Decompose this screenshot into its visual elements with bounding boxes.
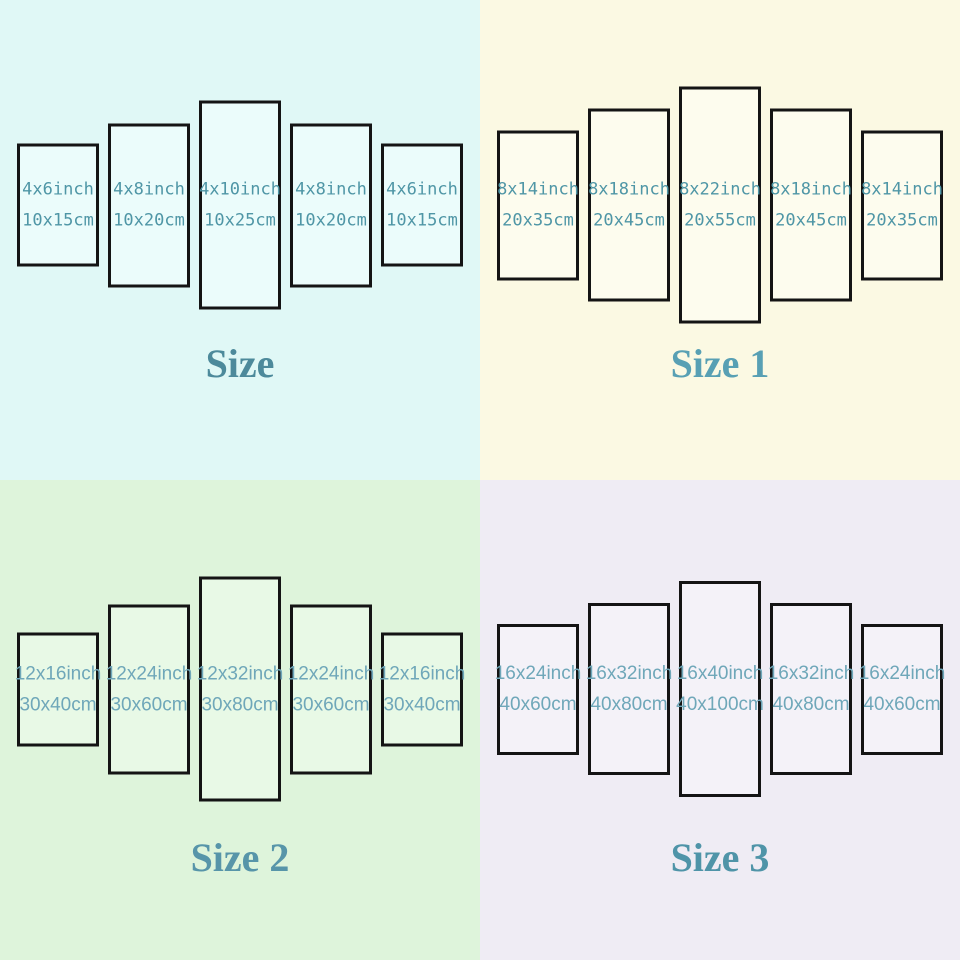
panel-size-label: 12x32inch 30x80cm bbox=[197, 658, 284, 720]
panel-size-inch: 16x32inch bbox=[767, 663, 855, 684]
quadrant-title: Size 2 bbox=[190, 835, 290, 880]
panel-size-cm: 40x60cm bbox=[499, 694, 577, 715]
panel-size-label: 4x8inch 10x20cm bbox=[113, 174, 185, 236]
panel-size-label: 12x24inch 30x60cm bbox=[106, 658, 193, 720]
canvas-panel-2: 12x24inch 30x60cm bbox=[106, 604, 193, 774]
panel-size-inch: 16x24inch bbox=[494, 663, 582, 684]
panel-row: 12x16inch 30x40cm 12x24inch 30x60cm 12x3… bbox=[0, 576, 480, 802]
panel-size-label: 8x18inch 20x45cm bbox=[770, 174, 852, 236]
canvas-panel-4: 12x24inch 30x60cm bbox=[288, 604, 375, 774]
panel-size-cm: 30x80cm bbox=[201, 694, 279, 715]
panel-size-cm: 20x45cm bbox=[593, 210, 665, 230]
panel-size-inch: 8x22inch bbox=[679, 179, 761, 199]
panel-size-cm: 30x60cm bbox=[110, 694, 188, 715]
canvas-panel-3: 16x40inch 40x100cm bbox=[676, 581, 764, 797]
panel-size-cm: 10x15cm bbox=[386, 210, 458, 230]
panel-size-inch: 8x18inch bbox=[588, 179, 670, 199]
panel-row: 16x24inch 40x60cm 16x32inch 40x80cm 16x4… bbox=[480, 581, 960, 797]
panel-size-label: 12x16inch 30x40cm bbox=[379, 658, 466, 720]
panel-size-cm: 30x40cm bbox=[19, 694, 97, 715]
panel-row: 8x14inch 20x35cm 8x18inch 20x45cm 8x22in… bbox=[480, 86, 960, 324]
panel-size-cm: 40x80cm bbox=[772, 694, 850, 715]
canvas-panel-1: 12x16inch 30x40cm bbox=[15, 632, 102, 746]
panel-size-inch: 12x24inch bbox=[105, 663, 193, 684]
panel-size-label: 4x6inch 10x15cm bbox=[386, 174, 458, 236]
panel-size-cm: 10x15cm bbox=[22, 210, 94, 230]
panel-size-inch: 4x6inch bbox=[22, 179, 94, 199]
canvas-panel-1: 8x14inch 20x35cm bbox=[497, 130, 579, 280]
canvas-panel-3: 4x10inch 10x25cm bbox=[199, 100, 281, 310]
panel-size-cm: 20x45cm bbox=[775, 210, 847, 230]
panel-size-label: 12x16inch 30x40cm bbox=[15, 658, 102, 720]
panel-row: 4x6inch 10x15cm 4x8inch 10x20cm 4x10inch… bbox=[0, 100, 480, 310]
panel-size-inch: 16x40inch bbox=[676, 663, 764, 684]
panel-size-label: 4x10inch 10x25cm bbox=[199, 174, 281, 236]
panel-size-inch: 12x24inch bbox=[287, 663, 375, 684]
panel-size-inch: 4x8inch bbox=[295, 179, 367, 199]
panel-size-inch: 16x24inch bbox=[858, 663, 946, 684]
canvas-panel-2: 16x32inch 40x80cm bbox=[586, 603, 673, 775]
panel-size-label: 8x18inch 20x45cm bbox=[588, 174, 670, 236]
canvas-panel-4: 4x8inch 10x20cm bbox=[290, 123, 372, 287]
panel-size-cm: 20x35cm bbox=[866, 210, 938, 230]
panel-size-inch: 12x16inch bbox=[14, 663, 102, 684]
panel-size-label: 4x6inch 10x15cm bbox=[22, 174, 94, 236]
panel-size-label: 4x8inch 10x20cm bbox=[295, 174, 367, 236]
canvas-panel-5: 12x16inch 30x40cm bbox=[379, 632, 466, 746]
canvas-panel-2: 4x8inch 10x20cm bbox=[108, 123, 190, 287]
canvas-panel-2: 8x18inch 20x45cm bbox=[588, 108, 670, 302]
panel-size-label: 8x14inch 20x35cm bbox=[497, 174, 579, 236]
panel-size-cm: 30x60cm bbox=[292, 694, 370, 715]
panel-size-cm: 30x40cm bbox=[383, 694, 461, 715]
panel-size-inch: 8x18inch bbox=[770, 179, 852, 199]
panel-size-cm: 40x80cm bbox=[590, 694, 668, 715]
panel-size-inch: 12x32inch bbox=[196, 663, 284, 684]
canvas-panel-5: 4x6inch 10x15cm bbox=[381, 143, 463, 267]
panel-size-label: 16x40inch 40x100cm bbox=[676, 658, 764, 720]
panel-size-cm: 40x60cm bbox=[863, 694, 941, 715]
panel-size-cm: 20x55cm bbox=[684, 210, 756, 230]
panel-size-inch: 4x6inch bbox=[386, 179, 458, 199]
panel-size-label: 8x14inch 20x35cm bbox=[861, 174, 943, 236]
canvas-panel-1: 16x24inch 40x60cm bbox=[495, 623, 582, 755]
panel-size-label: 16x24inch 40x60cm bbox=[859, 658, 946, 720]
panel-size-label: 8x22inch 20x55cm bbox=[679, 174, 761, 236]
panel-size-cm: 10x20cm bbox=[113, 210, 185, 230]
quadrant-title: Size bbox=[205, 341, 275, 386]
canvas-panel-4: 8x18inch 20x45cm bbox=[770, 108, 852, 302]
canvas-panel-1: 4x6inch 10x15cm bbox=[17, 143, 99, 267]
panel-size-cm: 10x25cm bbox=[204, 210, 276, 230]
panel-size-label: 12x24inch 30x60cm bbox=[288, 658, 375, 720]
panel-size-inch: 4x8inch bbox=[113, 179, 185, 199]
panel-size-inch: 8x14inch bbox=[497, 179, 579, 199]
panel-size-cm: 20x35cm bbox=[502, 210, 574, 230]
canvas-panel-3: 12x32inch 30x80cm bbox=[197, 576, 284, 802]
size-chart-quadrant-size-2: 12x16inch 30x40cm 12x24inch 30x60cm 12x3… bbox=[0, 480, 480, 960]
canvas-panel-3: 8x22inch 20x55cm bbox=[679, 86, 761, 324]
panel-size-cm: 40x100cm bbox=[676, 694, 764, 715]
panel-size-inch: 8x14inch bbox=[861, 179, 943, 199]
size-chart-quadrant-size-1: 8x14inch 20x35cm 8x18inch 20x45cm 8x22in… bbox=[480, 0, 960, 480]
panel-size-label: 16x32inch 40x80cm bbox=[586, 658, 673, 720]
canvas-panel-5: 16x24inch 40x60cm bbox=[859, 623, 946, 755]
size-chart-quadrant-size: 4x6inch 10x15cm 4x8inch 10x20cm 4x10inch… bbox=[0, 0, 480, 480]
panel-size-inch: 16x32inch bbox=[585, 663, 673, 684]
quadrant-title: Size 3 bbox=[670, 835, 770, 880]
canvas-panel-5: 8x14inch 20x35cm bbox=[861, 130, 943, 280]
panel-size-inch: 12x16inch bbox=[378, 663, 466, 684]
panel-size-label: 16x24inch 40x60cm bbox=[495, 658, 582, 720]
panel-size-label: 16x32inch 40x80cm bbox=[768, 658, 855, 720]
quadrant-title: Size 1 bbox=[670, 341, 770, 386]
size-chart-quadrant-size-3: 16x24inch 40x60cm 16x32inch 40x80cm 16x4… bbox=[480, 480, 960, 960]
panel-size-inch: 4x10inch bbox=[199, 179, 281, 199]
panel-size-cm: 10x20cm bbox=[295, 210, 367, 230]
canvas-panel-4: 16x32inch 40x80cm bbox=[768, 603, 855, 775]
